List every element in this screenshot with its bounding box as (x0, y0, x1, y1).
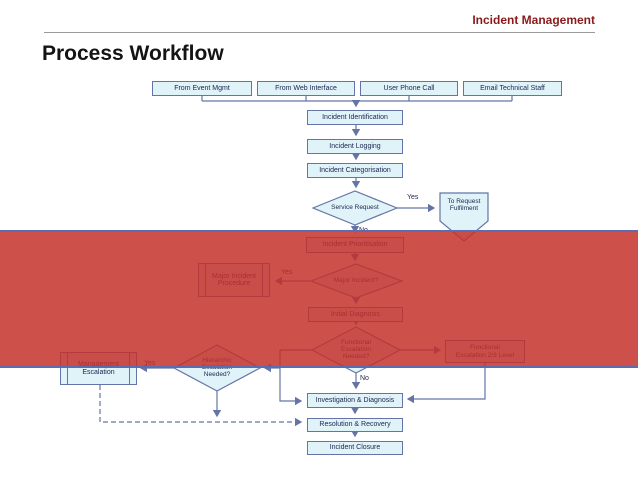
node-major-incident-procedure: Major Incident Procedure (198, 263, 270, 297)
node-incident-identification: Incident Identification (307, 110, 403, 125)
node-management-escalation: Management Escalation (60, 352, 137, 385)
header-divider (44, 32, 595, 33)
edge-label-service-no: No (359, 227, 368, 234)
slide-header-title: Incident Management (472, 13, 595, 27)
node-from-web-interface: From Web Interface (257, 81, 355, 96)
node-functional-escalation-23: Functional Escalation 2/3 Level (445, 340, 525, 363)
edge-label-major-yes: Yes (281, 269, 293, 276)
node-email-technical-staff: Email Technical Staff (463, 81, 562, 96)
node-incident-categorisation: Incident Categorisation (307, 163, 403, 178)
node-from-event-mgmt: From Event Mgmt (152, 81, 252, 96)
service-request-diamond (311, 190, 399, 226)
page-title: Process Workflow (42, 42, 224, 65)
edge-label-service-yes: Yes (407, 194, 419, 201)
edge-label-functional-no: No (360, 375, 369, 382)
node-resolution-recovery: Resolution & Recovery (307, 418, 403, 432)
edge-label-hierarchic-yes: Yes (144, 360, 156, 367)
label-service-request: Service Request (331, 204, 379, 211)
label-major-incident: Major Incident? (333, 277, 379, 284)
node-user-phone-call: User Phone Call (360, 81, 458, 96)
node-investigation-diagnosis: Investigation & Diagnosis (307, 393, 403, 408)
label-to-request-fulfilment: To Request Fulfilment (447, 198, 481, 212)
label-functional-escalation-needed: Functional Escalation Needed? (341, 339, 371, 360)
connector-fe23-to-investigation (406, 363, 486, 404)
connector-management-dashed (99, 385, 303, 427)
node-incident-logging: Incident Logging (307, 139, 403, 154)
label-hierarchic-escalation-needed: Hierarchic Escalation Needed? (202, 357, 232, 378)
node-incident-prioritisation: Incident Prioritisation (306, 237, 404, 253)
node-incident-closure: Incident Closure (307, 441, 403, 455)
node-label: Management Escalation (78, 361, 119, 376)
node-label: Major Incident Procedure (212, 272, 256, 288)
node-initial-diagnosis: Initial Diagnosis (308, 307, 403, 322)
